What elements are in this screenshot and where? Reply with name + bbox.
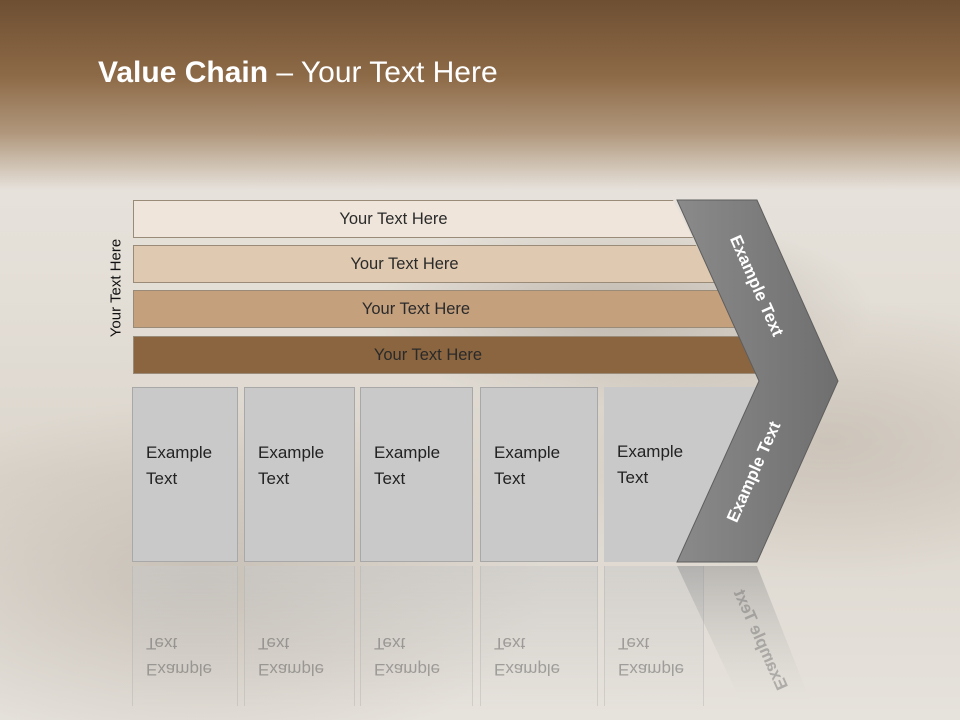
column-5-line2: Text <box>617 468 649 487</box>
band-4-label: Your Text Here <box>373 345 483 364</box>
column-1[interactable]: Example Text <box>132 387 238 562</box>
band-2-label: Your Text Here <box>350 254 459 273</box>
column-4[interactable]: Example Text <box>480 387 598 562</box>
band-4[interactable]: Your Text Here <box>133 336 763 374</box>
column-1-line2: Text <box>146 469 178 488</box>
slide-title[interactable]: Value Chain – Your Text Here <box>98 56 498 90</box>
chevron-reflection <box>677 566 810 700</box>
column-3-line2: Text <box>374 469 406 488</box>
chevron-arrow[interactable] <box>676 199 839 563</box>
column-3[interactable]: Example Text <box>360 387 473 562</box>
column-2[interactable]: Example Text <box>244 387 355 562</box>
band-2[interactable]: Your Text Here <box>133 245 716 283</box>
band-3[interactable]: Your Text Here <box>133 290 739 328</box>
column-2-line1: Example <box>258 443 325 462</box>
column-4-line1: Example <box>494 443 561 462</box>
band-1[interactable]: Your Text Here <box>133 200 693 238</box>
band-1-label: Your Text Here <box>339 209 448 228</box>
column-2-line2: Text <box>258 469 290 488</box>
title-bold: Value Chain <box>98 56 269 89</box>
column-1-line1: Example <box>146 443 213 462</box>
title-rest: – Your Text Here <box>268 56 498 89</box>
band-3-label: Your Text Here <box>361 299 471 318</box>
background-header-fade <box>0 0 960 190</box>
column-5-line1: Example <box>617 442 684 461</box>
column-4-line2: Text <box>494 469 526 488</box>
column-3-line1: Example <box>374 443 441 462</box>
